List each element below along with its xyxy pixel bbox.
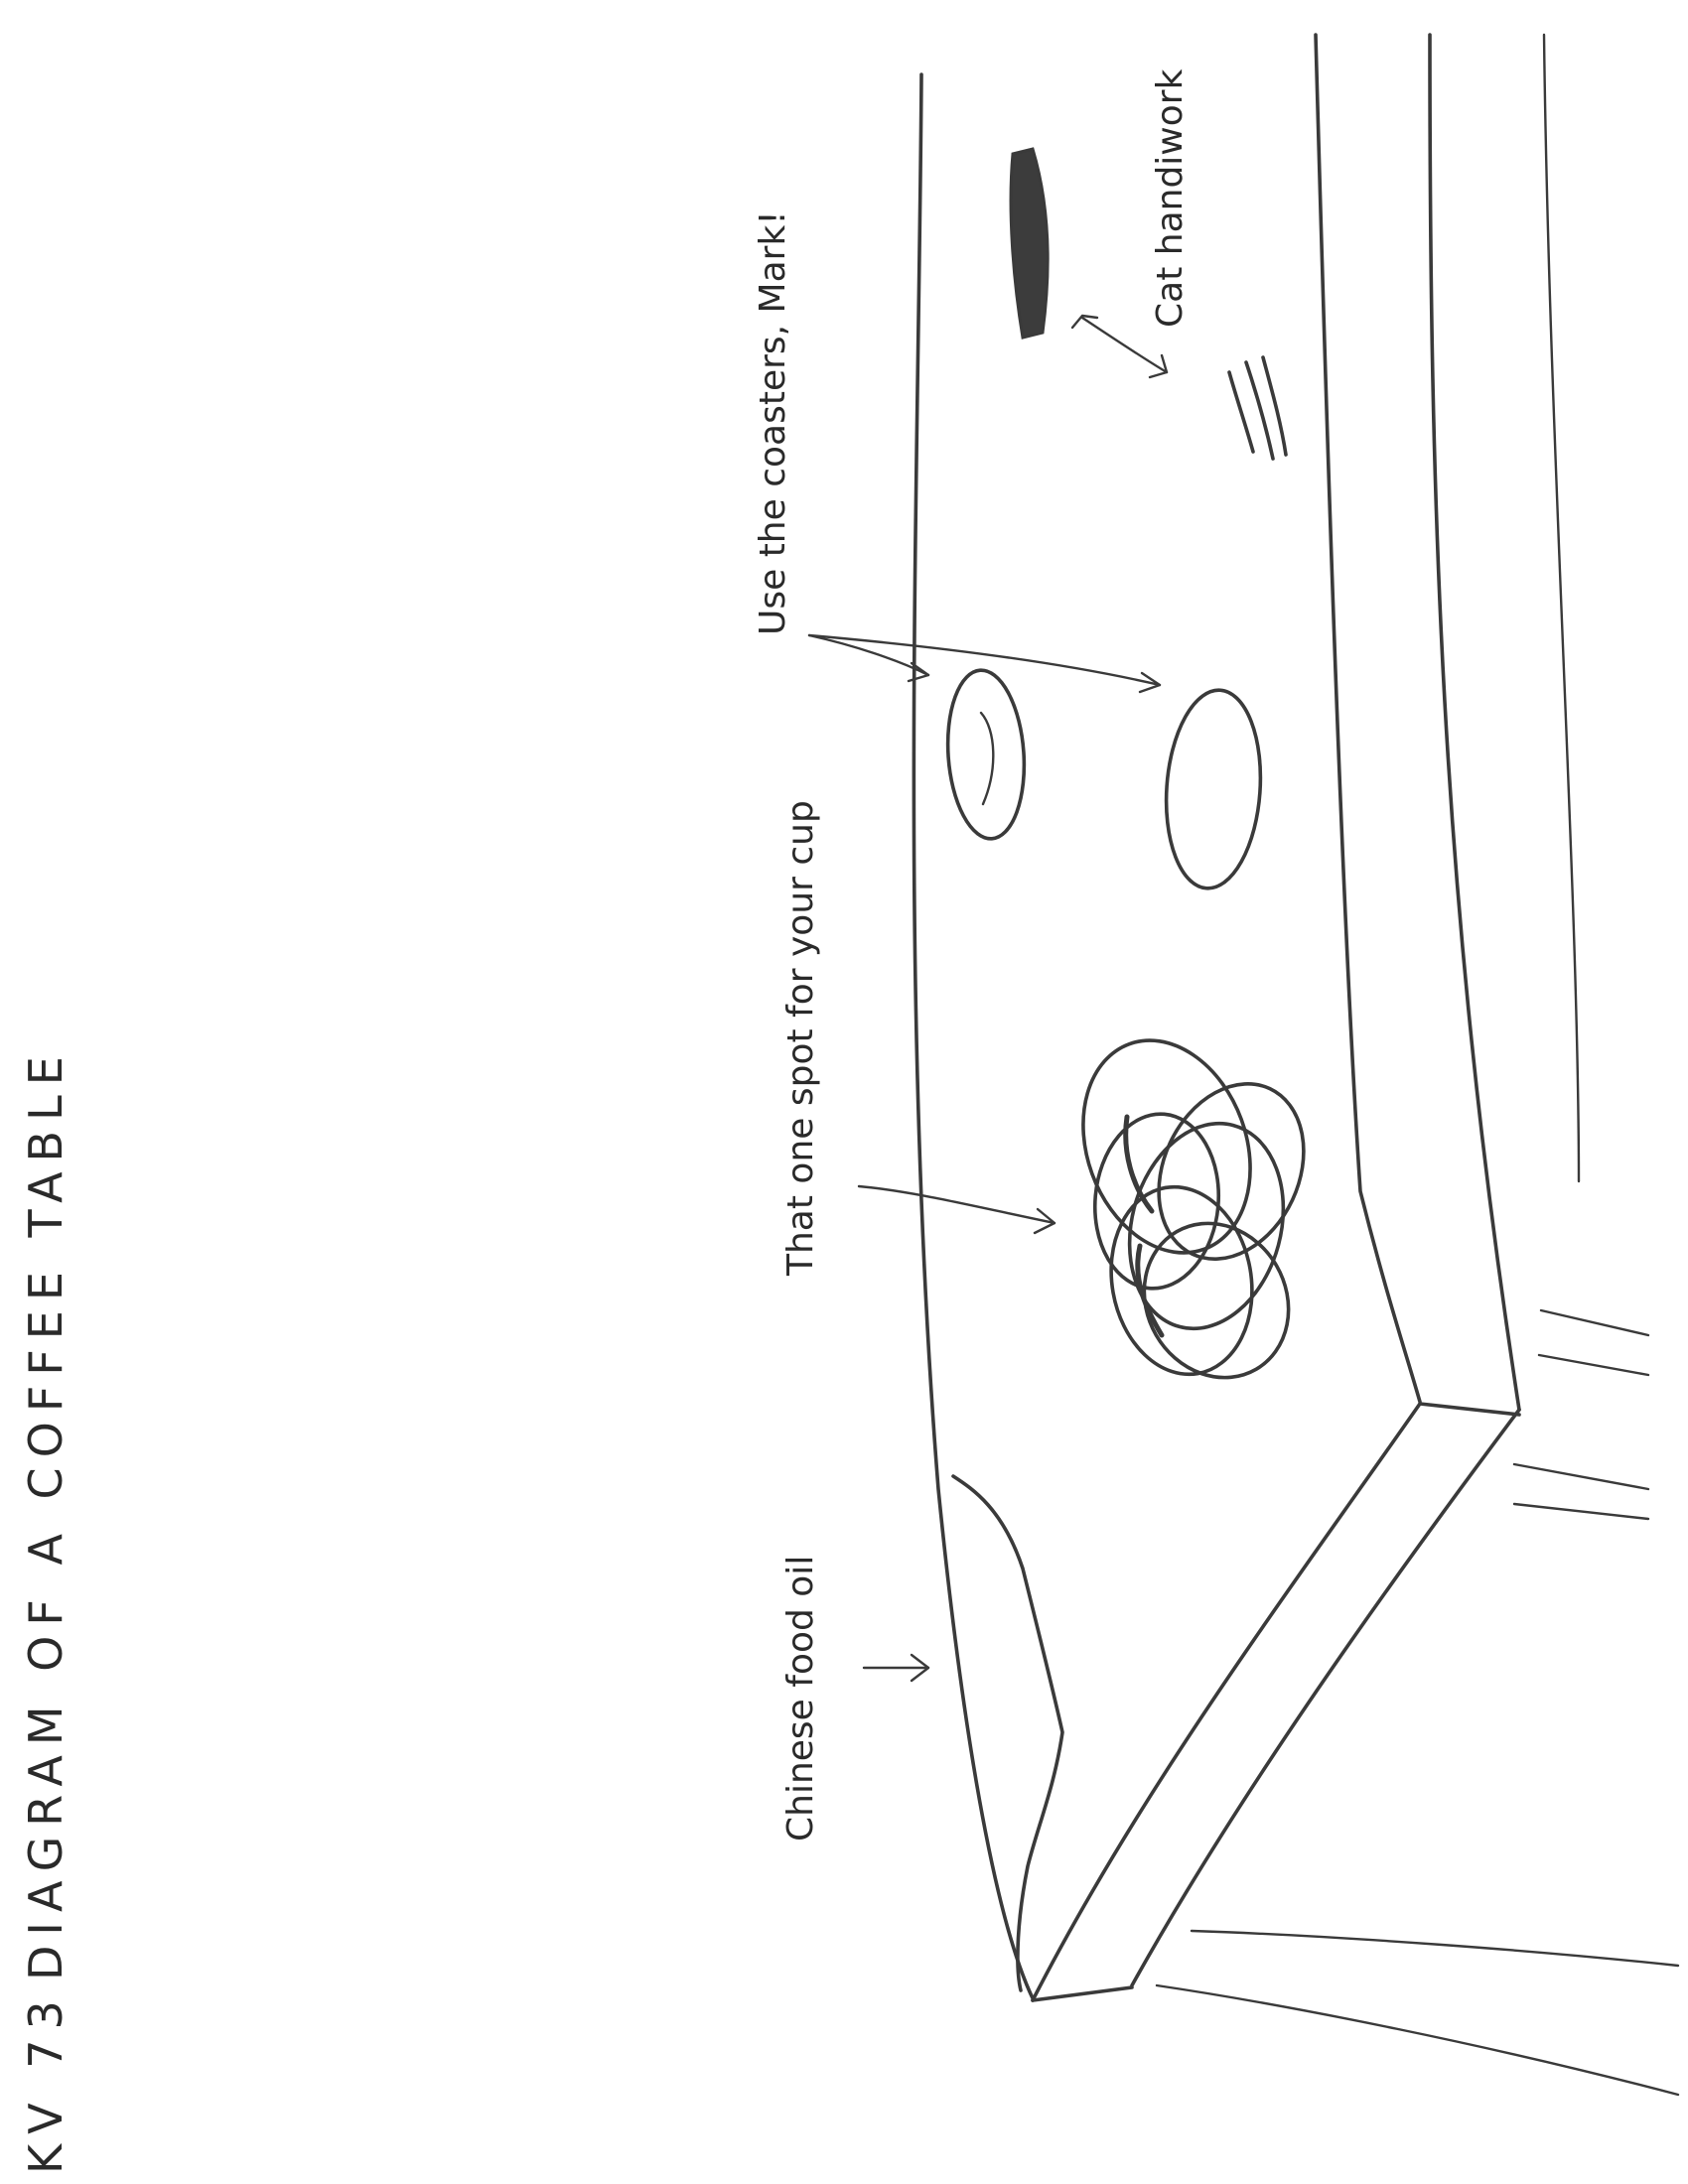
cup-spot-arrow bbox=[859, 1186, 1055, 1223]
table-drawing bbox=[914, 35, 1678, 2095]
table-top-front-edge bbox=[1033, 1404, 1420, 2000]
cup-ring bbox=[1088, 1109, 1226, 1294]
cup-spot-label: That one spot for your cup bbox=[780, 800, 821, 1277]
annotation-arrows bbox=[809, 316, 1167, 1681]
coasters-label: Use the coasters, Mark! bbox=[753, 210, 793, 635]
coasters-arrow-upper-head bbox=[909, 663, 928, 681]
cat-scratch-mark bbox=[1229, 372, 1253, 452]
cat-damage bbox=[1011, 149, 1286, 459]
diagram-code: KV 73 bbox=[19, 1990, 72, 2174]
table-leg-right-1 bbox=[1541, 1310, 1648, 1335]
table-leg-right-3 bbox=[1514, 1464, 1648, 1489]
table-corner-vertical bbox=[1033, 1987, 1132, 2000]
diagram-title: DIAGRAM OF A COFFEE TABLE bbox=[19, 1046, 72, 1980]
chinese-food-oil-label: Chinese food oil bbox=[780, 1556, 821, 1842]
table-leg-right-4 bbox=[1514, 1504, 1648, 1519]
coffee-rings bbox=[942, 668, 1267, 891]
table-corner-right bbox=[1420, 1404, 1519, 1415]
table-apron-right-edge bbox=[1430, 35, 1519, 1410]
table-leg-left-2 bbox=[1157, 1985, 1678, 2095]
cat-scratch-patch bbox=[1011, 149, 1048, 338]
cat-scratch-mark bbox=[1263, 357, 1286, 455]
table-top-near-edge bbox=[1316, 35, 1420, 1402]
coffee-ring-upper bbox=[942, 668, 1030, 842]
coasters-arrow-lower bbox=[809, 635, 1160, 685]
title-block: KV 73 DIAGRAM OF A COFFEE TABLE bbox=[19, 1046, 72, 2174]
table-apron-lower-edge bbox=[1132, 1410, 1519, 1985]
annotation-labels: Chinese food oil That one spot for your … bbox=[753, 68, 1191, 1842]
table-leg-right-2 bbox=[1539, 1355, 1648, 1375]
table-side-back-edge bbox=[1544, 35, 1579, 1181]
cup-ring-cluster bbox=[1055, 1017, 1331, 1404]
coffee-ring-upper-inner bbox=[981, 713, 993, 804]
table-top-far-edge bbox=[914, 74, 1033, 1998]
coffee-ring-lower bbox=[1160, 687, 1267, 891]
table-leg-left-1 bbox=[1192, 1931, 1678, 1966]
cat-handiwork-label: Cat handiwork bbox=[1150, 68, 1191, 328]
